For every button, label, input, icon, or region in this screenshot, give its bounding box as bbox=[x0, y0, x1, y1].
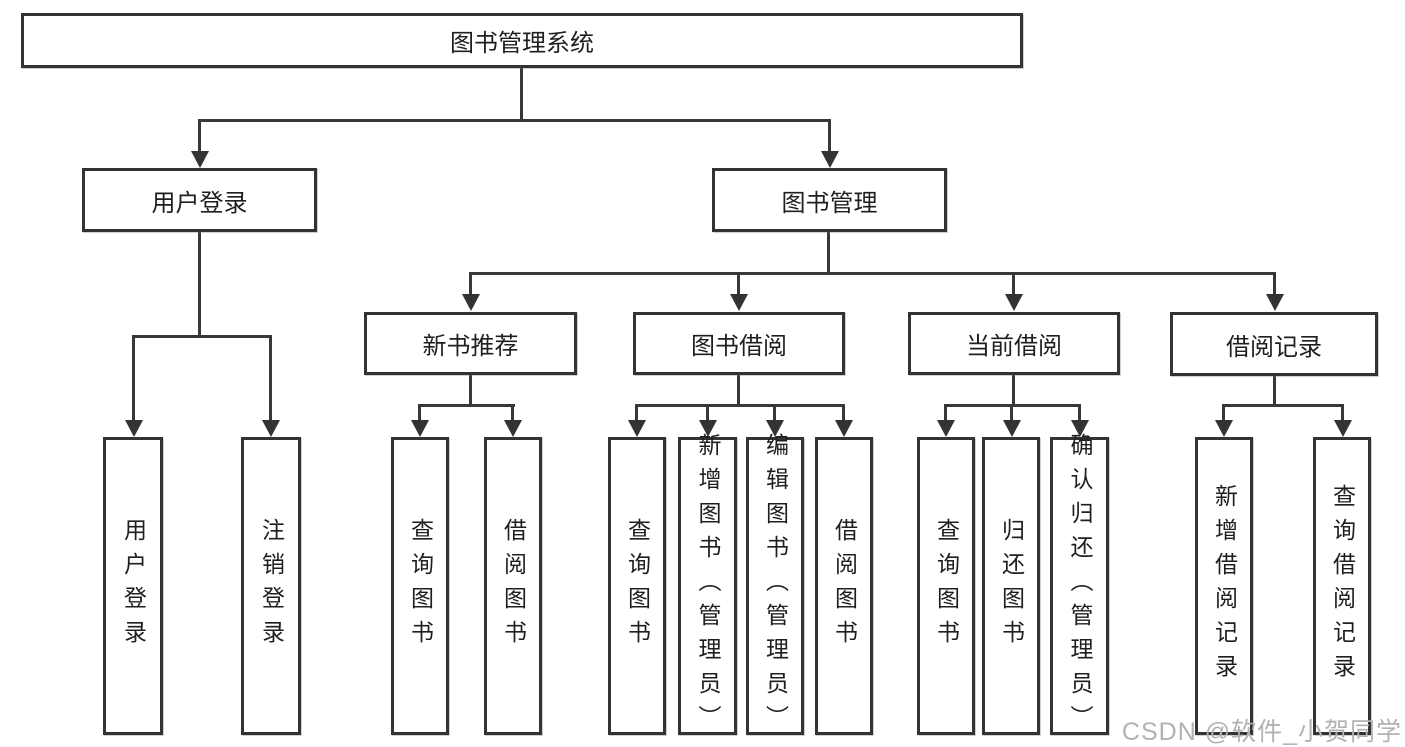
connector-line bbox=[520, 68, 523, 122]
arrow-down-icon bbox=[1265, 294, 1284, 311]
leaf-search-book-borrowing: 查询图书 bbox=[608, 437, 666, 735]
connector-line bbox=[737, 375, 740, 407]
connector-line bbox=[773, 404, 776, 421]
connector-line bbox=[1273, 272, 1276, 295]
node-label: 新增图书（管理员） bbox=[695, 433, 721, 739]
leaf-edit-book-admin: 编辑图书（管理员） bbox=[746, 433, 804, 739]
node-label: 查询图书 bbox=[624, 518, 651, 654]
connector-line bbox=[511, 404, 514, 421]
arrow-down-icon bbox=[1333, 420, 1352, 437]
connector-line bbox=[842, 404, 845, 421]
arrow-down-icon bbox=[261, 420, 280, 437]
connector-line bbox=[1012, 272, 1015, 295]
node-label: 用户登录 bbox=[151, 189, 248, 217]
arrow-down-icon bbox=[1214, 420, 1233, 437]
node-label: 图书管理 bbox=[781, 189, 878, 217]
node-user-login: 用户登录 bbox=[82, 168, 317, 232]
node-book-management: 图书管理 bbox=[712, 168, 947, 232]
arrow-down-icon bbox=[1070, 420, 1089, 437]
connector-line bbox=[469, 272, 1276, 275]
node-label: 用户登录 bbox=[120, 518, 147, 654]
connector-line bbox=[132, 335, 272, 338]
connector-line bbox=[418, 404, 515, 407]
node-label: 新增借阅记录 bbox=[1211, 484, 1238, 688]
connector-line bbox=[1341, 404, 1344, 421]
node-root-library-system: 图书管理系统 bbox=[21, 13, 1023, 68]
arrow-down-icon bbox=[124, 420, 143, 437]
connector-line bbox=[469, 272, 472, 295]
leaf-add-borrow-record: 新增借阅记录 bbox=[1195, 437, 1253, 735]
node-label: 借阅记录 bbox=[1226, 333, 1322, 361]
arrow-down-icon bbox=[1004, 294, 1023, 311]
connector-line bbox=[737, 272, 740, 295]
leaf-search-book-recommend: 查询图书 bbox=[391, 437, 449, 735]
connector-line bbox=[418, 404, 421, 421]
csdn-watermark: CSDN @软件_小贺同学 bbox=[1121, 718, 1402, 746]
node-borrow-records: 借阅记录 bbox=[1170, 312, 1378, 376]
arrow-down-icon bbox=[834, 420, 853, 437]
connector-line bbox=[269, 335, 272, 422]
connector-line bbox=[828, 119, 831, 153]
node-new-book-recommend: 新书推荐 bbox=[364, 312, 577, 375]
node-label: 注销登录 bbox=[258, 518, 285, 654]
node-label: 确认归还（管理员） bbox=[1067, 433, 1093, 739]
arrow-down-icon bbox=[820, 151, 839, 168]
node-label: 编辑图书（管理员） bbox=[762, 433, 789, 739]
arrow-down-icon bbox=[729, 294, 748, 311]
connector-line bbox=[1222, 404, 1344, 407]
node-book-borrowing: 图书借阅 bbox=[633, 312, 845, 375]
connector-line bbox=[827, 232, 830, 275]
connector-line bbox=[944, 404, 947, 421]
connector-line bbox=[198, 119, 831, 122]
connector-line bbox=[1273, 375, 1276, 407]
leaf-borrow-book-recommend: 借阅图书 bbox=[484, 437, 542, 735]
arrow-down-icon bbox=[1002, 420, 1021, 437]
connector-line bbox=[1078, 404, 1081, 421]
leaf-search-borrow-record: 查询借阅记录 bbox=[1313, 437, 1371, 735]
connector-line bbox=[635, 404, 638, 421]
connector-line bbox=[1012, 375, 1015, 407]
connector-line bbox=[706, 404, 709, 421]
node-label: 图书借阅 bbox=[691, 333, 787, 360]
arrow-down-icon bbox=[190, 151, 209, 168]
arrow-down-icon bbox=[936, 420, 955, 437]
connector-line bbox=[469, 375, 472, 407]
arrow-down-icon bbox=[461, 294, 480, 311]
node-label: 归还图书 bbox=[998, 518, 1025, 654]
leaf-search-book-current: 查询图书 bbox=[917, 437, 975, 735]
connector-line bbox=[1010, 404, 1013, 421]
node-label: 借阅图书 bbox=[831, 518, 858, 654]
node-current-borrowing: 当前借阅 bbox=[908, 312, 1120, 375]
node-label: 查询图书 bbox=[933, 518, 960, 654]
leaf-logout: 注销登录 bbox=[241, 437, 301, 735]
arrow-down-icon bbox=[698, 420, 717, 437]
node-label: 图书管理系统 bbox=[450, 30, 594, 57]
leaf-user-login: 用户登录 bbox=[103, 437, 163, 735]
leaf-add-book-admin: 新增图书（管理员） bbox=[678, 433, 737, 739]
node-label: 查询借阅记录 bbox=[1329, 484, 1356, 688]
leaf-borrow-book: 借阅图书 bbox=[815, 437, 873, 735]
arrow-down-icon bbox=[765, 420, 784, 437]
node-label: 当前借阅 bbox=[966, 333, 1062, 360]
node-label: 新书推荐 bbox=[422, 333, 519, 360]
arrow-down-icon bbox=[627, 420, 646, 437]
leaf-confirm-return-admin: 确认归还（管理员） bbox=[1050, 433, 1109, 739]
arrow-down-icon bbox=[503, 420, 522, 437]
connector-line bbox=[1222, 404, 1225, 421]
connector-line bbox=[635, 404, 845, 407]
connector-line bbox=[198, 232, 201, 338]
node-label: 查询图书 bbox=[407, 518, 434, 654]
connector-line bbox=[132, 335, 135, 422]
node-label: 借阅图书 bbox=[500, 518, 527, 654]
connector-line bbox=[198, 119, 201, 153]
leaf-return-book: 归还图书 bbox=[982, 437, 1040, 735]
arrow-down-icon bbox=[410, 420, 429, 437]
